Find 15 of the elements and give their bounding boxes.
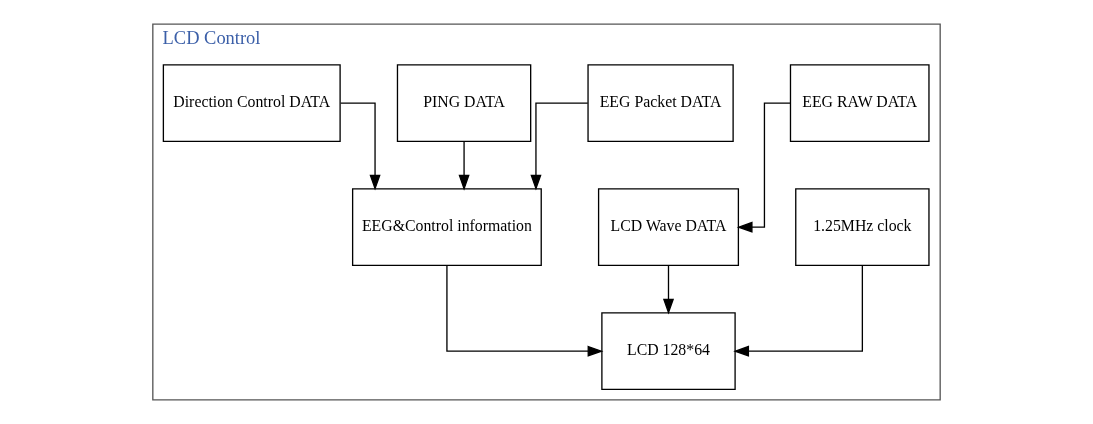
arrow (530, 102, 589, 191)
arrow (662, 265, 675, 315)
node-box: LCD 128*64 (601, 312, 736, 391)
arrow (733, 265, 863, 357)
arrow (458, 141, 470, 191)
node-box: 1.25MHz clock (795, 188, 930, 267)
node-box: EEG&Control information (351, 188, 542, 267)
node-box: EEG Packet DATA (587, 64, 734, 143)
node-box: LCD Wave DATA (597, 188, 740, 267)
node-box: PING DATA (396, 64, 532, 143)
node-box: Direction Control DATA (162, 64, 341, 143)
arrow (736, 102, 792, 233)
arrow (340, 102, 381, 191)
arrow (446, 265, 604, 357)
node-box: EEG RAW DATA (789, 64, 930, 143)
